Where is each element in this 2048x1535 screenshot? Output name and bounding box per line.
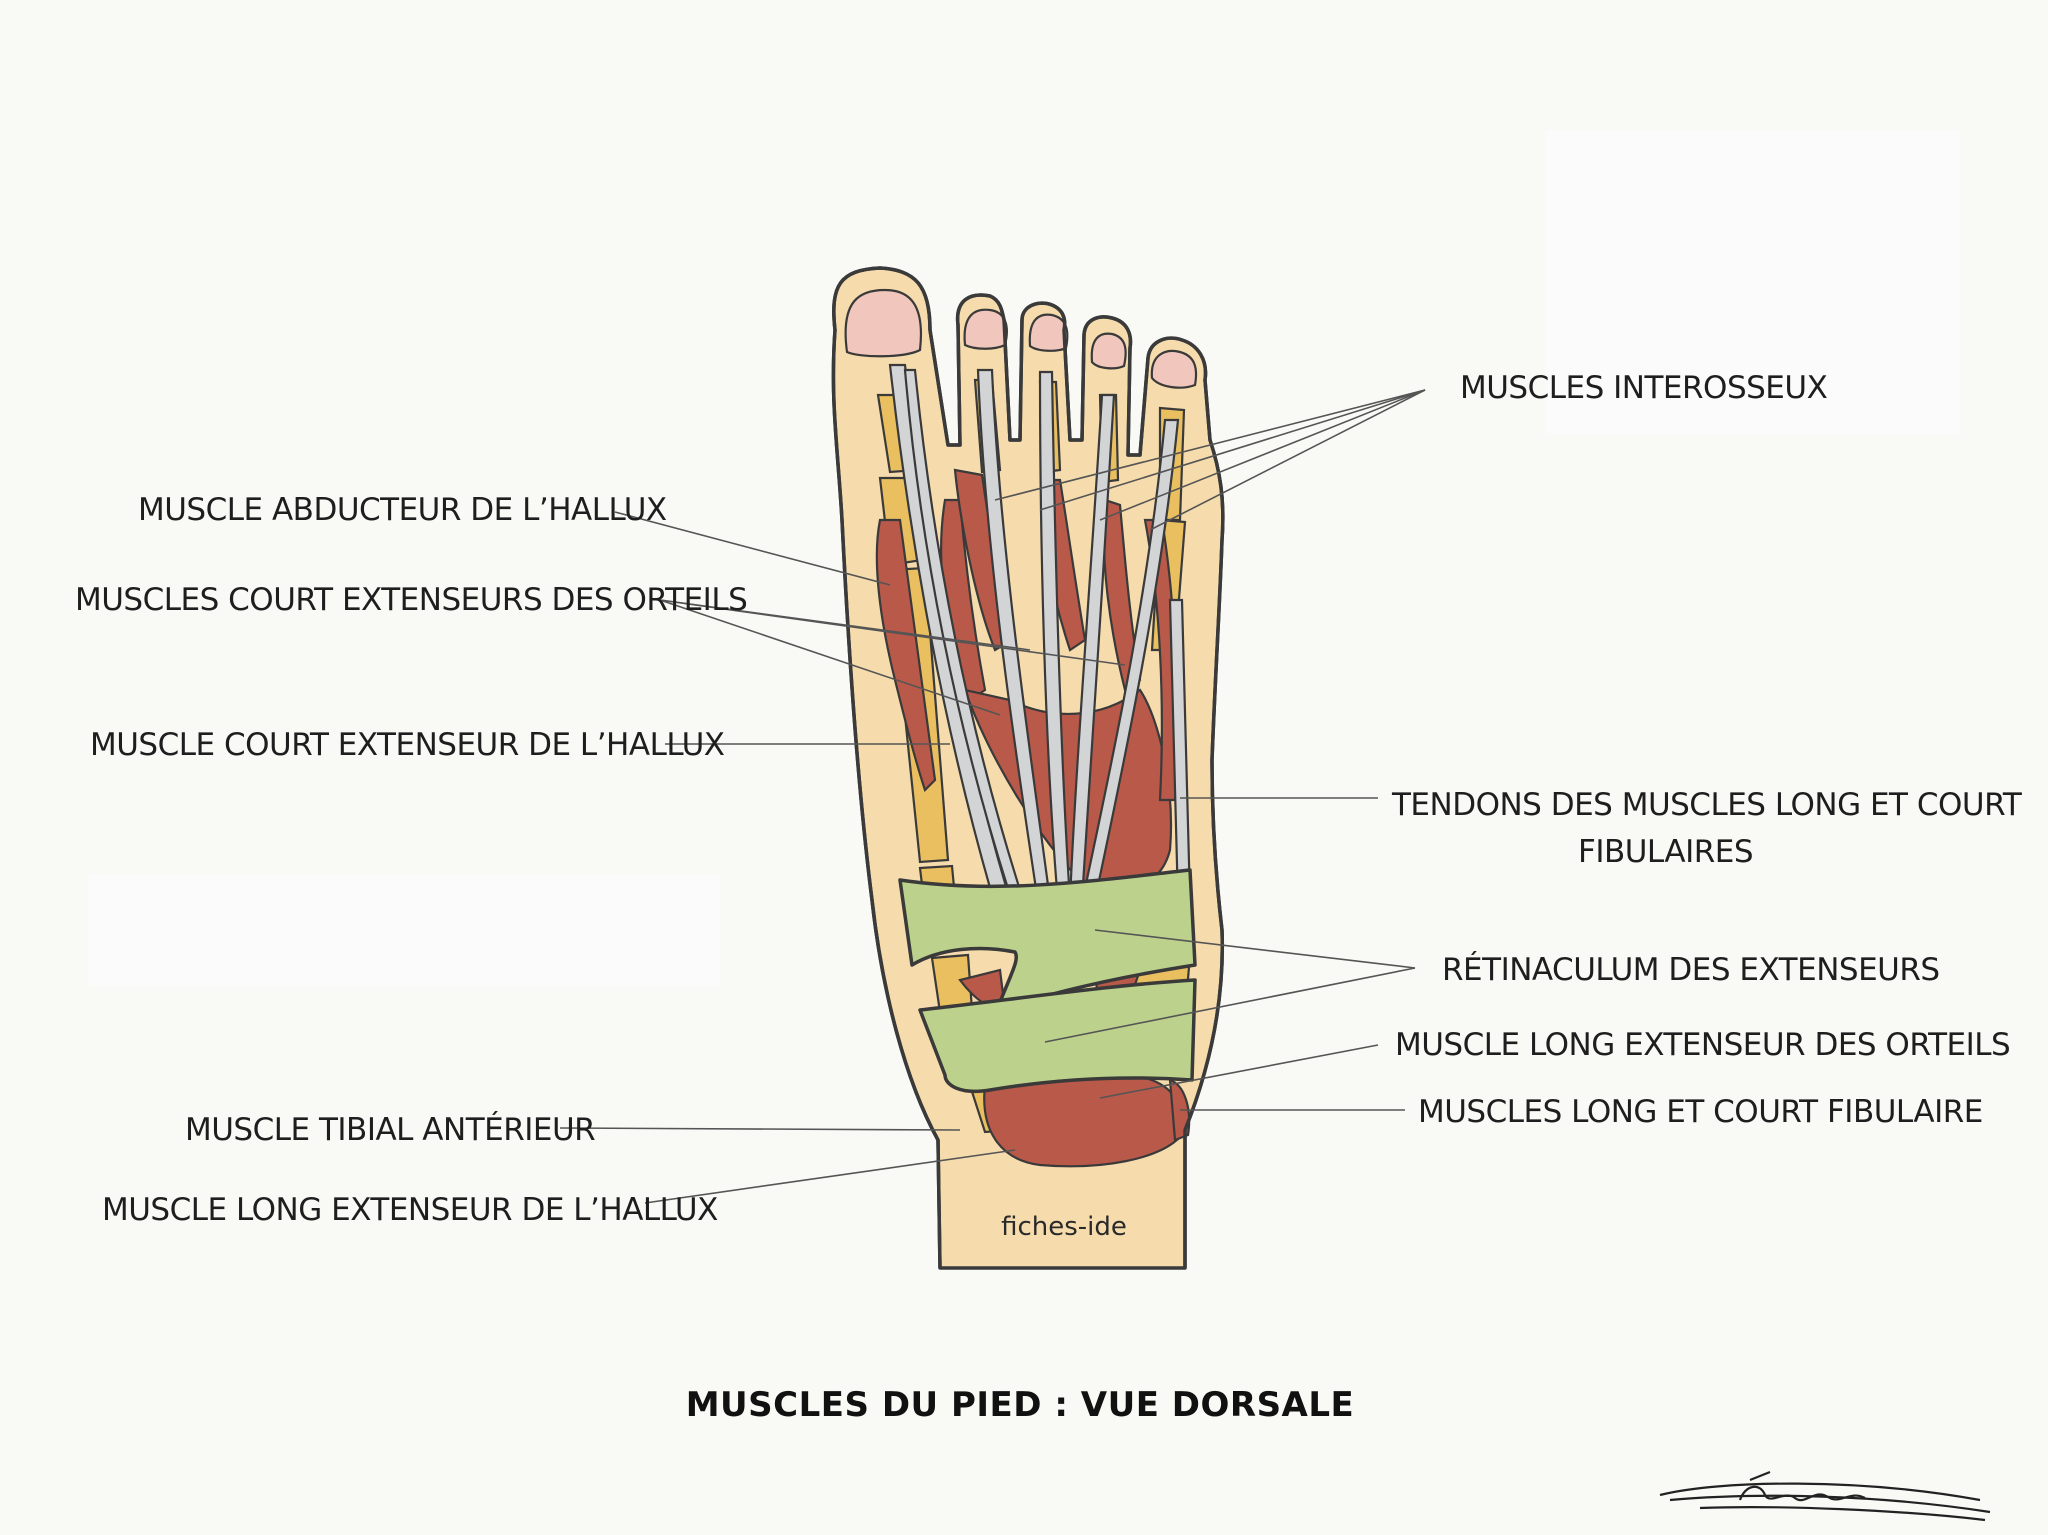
label-tendons-fibulaires-2: FIBULAIRES [1578,834,1753,870]
background-panel-left [88,875,720,985]
leader-long-ext-hallux [644,1149,1016,1204]
background-panel-right [1545,130,1960,435]
toe-nails [844,288,1198,389]
leader-court-ext-orteils-3 [659,599,1001,716]
leader-lines [559,389,1426,1204]
labels: MUSCLES INTEROSSEUX MUSCLE ABDUCTEUR DE … [75,370,2023,1228]
signature [1659,1470,1991,1522]
leader-retinaculum-1 [1094,929,1416,969]
foot-outline [831,266,1225,1269]
leader-retinaculum-2 [1044,967,1416,1043]
label-long-ext-hallux: MUSCLE LONG EXTENSEUR DE L’HALLUX [102,1192,718,1228]
nail-toe-5 [1150,349,1198,389]
leader-interosseux-1 [994,389,1426,501]
leader-court-ext-orteils-2 [659,599,1126,666]
nail-toe-3 [1028,313,1069,352]
retinaculum-lower-band [918,978,1197,1093]
label-retinaculum: RÉTINACULUM DES EXTENSEURS [1442,952,1940,988]
extensor-retinaculum [898,868,1197,1093]
leader-interosseux-2 [1039,389,1426,511]
muscle-abductor-hallux [875,518,937,793]
page-title: MUSCLES DU PIED : VUE DORSALE [686,1385,1355,1425]
leader-interosseux-3 [1099,389,1426,521]
label-court-ext-hallux: MUSCLE COURT EXTENSEUR DE L’HALLUX [90,727,725,763]
label-fibulaire: MUSCLES LONG ET COURT FIBULAIRE [1418,1094,1983,1130]
tendons [888,363,1192,1012]
leader-long-ext-orteils [1099,1044,1379,1099]
leader-tibial-anterieur [559,1127,961,1131]
label-court-ext-orteils: MUSCLES COURT EXTENSEURS DES ORTEILS [75,582,747,618]
nail-toe-2 [963,308,1008,350]
label-long-ext-orteils: MUSCLE LONG EXTENSEUR DES ORTEILS [1395,1027,2010,1063]
label-tendons-fibulaires-1: TENDONS DES MUSCLES LONG ET COURT [1391,787,2023,823]
foot-illustration [831,266,1225,1270]
label-abducteur-hallux: MUSCLE ABDUCTEUR DE L’HALLUX [138,492,667,528]
label-tibial-anterieur: MUSCLE TIBIAL ANTÉRIEUR [185,1112,595,1148]
watermark: fiches-ide [1001,1212,1127,1242]
leader-abducteur-hallux [614,511,891,586]
nail-toe-4 [1090,332,1127,370]
label-interosseux: MUSCLES INTEROSSEUX [1460,370,1828,406]
nail-hallux [844,288,923,358]
leader-interosseux-4 [1149,389,1426,531]
